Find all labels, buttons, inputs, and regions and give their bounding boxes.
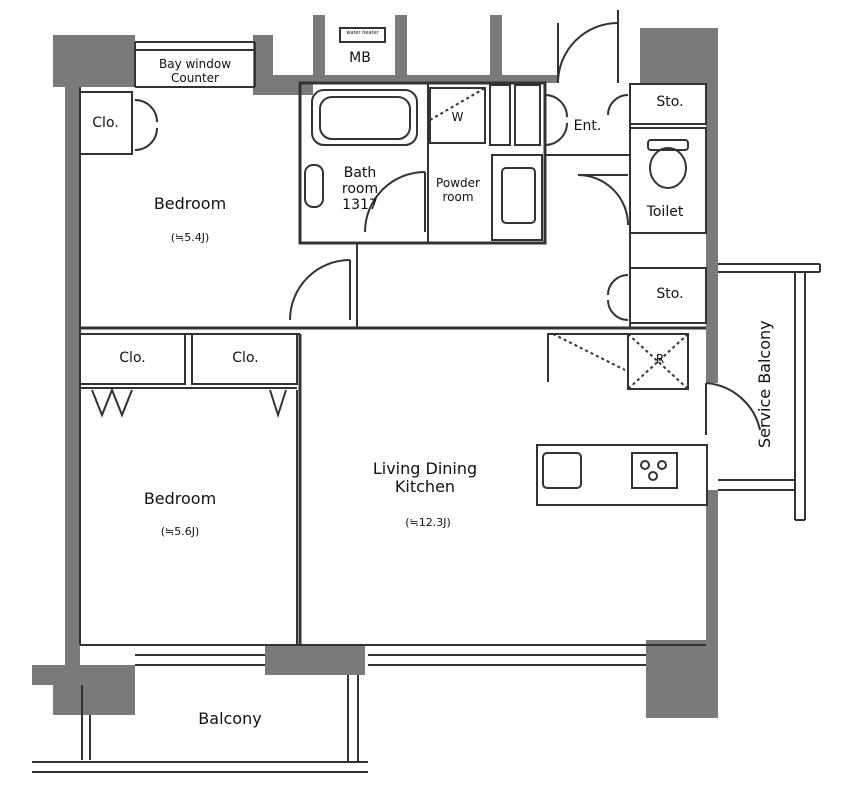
interior-lines bbox=[32, 10, 821, 773]
bay-window-line2: Counter bbox=[171, 70, 219, 85]
bedroom2-size: (≒5.6J) bbox=[160, 525, 200, 538]
mb-label: MB bbox=[349, 50, 371, 66]
bay-window-label: Bay window Counter bbox=[140, 57, 250, 86]
fridge-label: R bbox=[655, 352, 665, 366]
bedroom2-name: Bedroom bbox=[143, 489, 217, 508]
washer-label: W bbox=[451, 110, 464, 124]
toilet-label: Toilet bbox=[646, 204, 684, 220]
bedroom1-size: (≒5.4J) bbox=[170, 231, 210, 244]
bath-line1: Bath bbox=[343, 165, 377, 181]
service-balcony-label: Service Balcony bbox=[754, 320, 774, 449]
bath-line2: room bbox=[341, 181, 379, 198]
ldk-name-line2: Kitchen bbox=[394, 477, 456, 497]
powder-line1: Powder bbox=[436, 176, 480, 190]
closet-label-2: Clo. bbox=[119, 350, 146, 366]
walls bbox=[32, 15, 718, 718]
ldk-size: (≒12.3J) bbox=[405, 516, 451, 529]
entrance-label: Ent. bbox=[573, 118, 602, 134]
closet-label-3: Clo. bbox=[232, 350, 259, 366]
balcony-label: Balcony bbox=[198, 709, 262, 728]
bath-room-label: Bath room 1317 bbox=[325, 165, 395, 213]
bath-line3: 1317 bbox=[342, 197, 378, 214]
ldk-name-line1: Living Dining bbox=[372, 459, 478, 478]
bay-window-line1: Bay window bbox=[158, 57, 232, 71]
storage-label-2: Sto. bbox=[656, 286, 684, 302]
water-heater-label: water heater bbox=[346, 30, 379, 36]
ldk-name: Living Dining Kitchen bbox=[355, 459, 495, 497]
powder-room-label: Powder room bbox=[428, 176, 488, 205]
storage-label-1: Sto. bbox=[656, 94, 684, 110]
bedroom1-name: Bedroom bbox=[153, 194, 227, 213]
closet-label-1: Clo. bbox=[92, 115, 119, 131]
powder-line2: room bbox=[442, 189, 474, 204]
